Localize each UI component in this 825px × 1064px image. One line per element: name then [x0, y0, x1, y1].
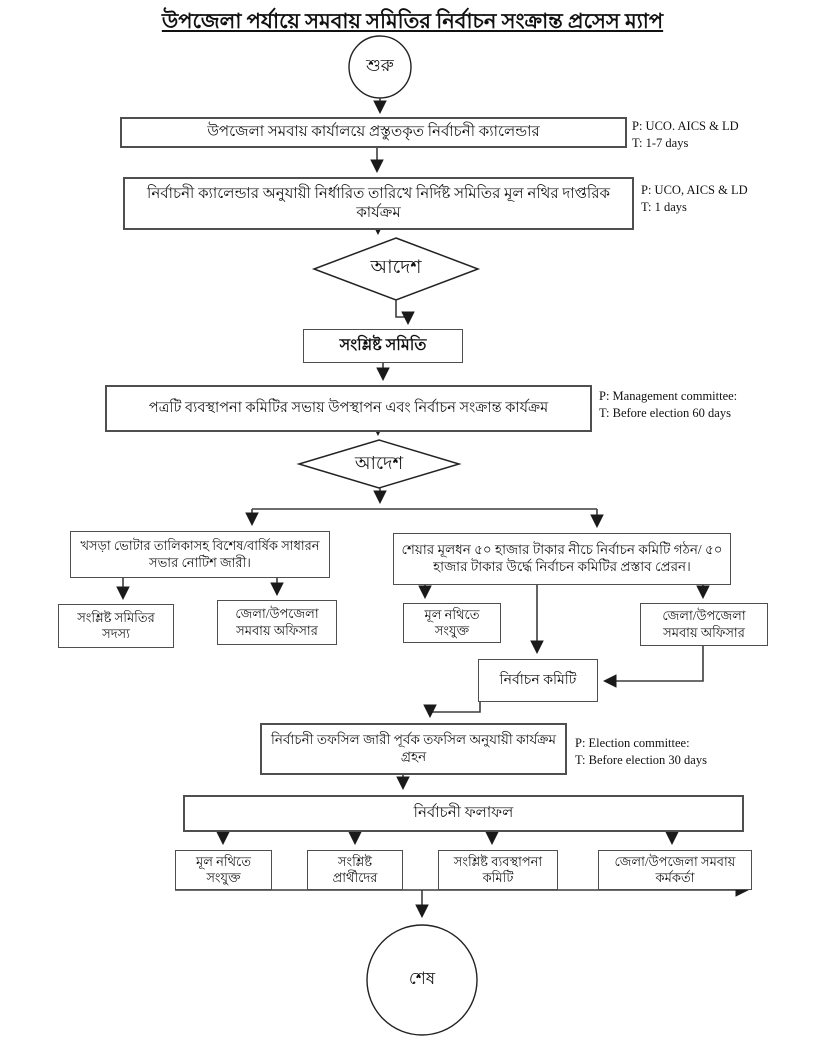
annotation-management: P: Management committee: T: Before elect…	[599, 388, 737, 422]
annotation-calendar-p: P: UCO. AICS & LD	[632, 119, 739, 133]
annotation-main-file-p: P: UCO, AICS & LD	[641, 183, 748, 197]
annotation-management-p: P: Management committee:	[599, 389, 738, 403]
result-management-committee: সংশ্লিষ্ট ব্যবস্থাপনা কমিটি	[438, 850, 558, 890]
process-election-results: নির্বাচনী ফলাফল	[183, 795, 744, 832]
annotation-election-p: P: Election committee:	[575, 736, 690, 750]
process-related-society: সংশ্লিষ্ট সমিতি	[303, 329, 463, 363]
process-voter-list-notice: খসড়া ভোটার তালিকাসহ বিশেষ/বার্ষিক সাধার…	[70, 531, 330, 578]
process-presentation-to-committee: পত্রটি ব্যবস্থাপনা কমিটির সভায় উপস্থাপন…	[105, 385, 592, 432]
process-main-file-activity: নির্বাচনী ক্যালেন্ডার অনুযায়ী নির্ধারিত…	[123, 177, 634, 230]
process-society-members: সংশ্লিষ্ট সমিতির সদস্য	[58, 604, 174, 648]
process-coop-officer-right: জেলা/উপজেলা সমবায় অফিসার	[640, 603, 768, 646]
end-terminator-label: শেষ	[408, 969, 436, 988]
decision-order-2-label: আদেশ	[354, 452, 404, 473]
annotation-calendar: P: UCO. AICS & LD T: 1-7 days	[632, 118, 739, 152]
process-election-schedule: নির্বাচনী তফসিল জারী পূর্বক তফসিল অনুযায…	[260, 723, 567, 775]
annotation-election: P: Election committee: T: Before electio…	[575, 735, 707, 769]
process-share-capital-committee: শেয়ার মূলধন ৫০ হাজার টাকার নীচে নির্বাচ…	[393, 533, 731, 585]
annotation-election-t: T: Before election 30 days	[575, 752, 707, 767]
annotation-main-file: P: UCO, AICS & LD T: 1 days	[641, 182, 748, 216]
process-election-calendar: উপজেলা সমবায় কার্যালয়ে প্রস্তুতকৃত নির…	[120, 117, 627, 148]
annotation-management-t: T: Before election 60 days	[599, 405, 731, 420]
annotation-calendar-t: T: 1-7 days	[632, 135, 689, 150]
decision-order-1-label: আদেশ	[370, 257, 422, 278]
result-coop-officer: জেলা/উপজেলা সমবায় কর্মকর্তা	[598, 850, 752, 890]
process-coop-officer-left: জেলা/উপজেলা সমবায় অফিসার	[217, 600, 337, 645]
result-main-file: মূল নথিতে সংযুক্ত	[175, 850, 272, 890]
page-title: উপজেলা পর্যায়ে সমবায় সমিতির নির্বাচন স…	[161, 9, 664, 33]
annotation-main-file-t: T: 1 days	[641, 199, 687, 214]
process-election-committee: নির্বাচন কমিটি	[478, 659, 598, 702]
result-candidates: সংশ্লিষ্ট প্রার্থীদের	[307, 850, 403, 890]
start-terminator-label: শুরু	[366, 56, 394, 75]
process-attached-main-file: মূল নথিতে সংযুক্ত	[403, 603, 501, 643]
